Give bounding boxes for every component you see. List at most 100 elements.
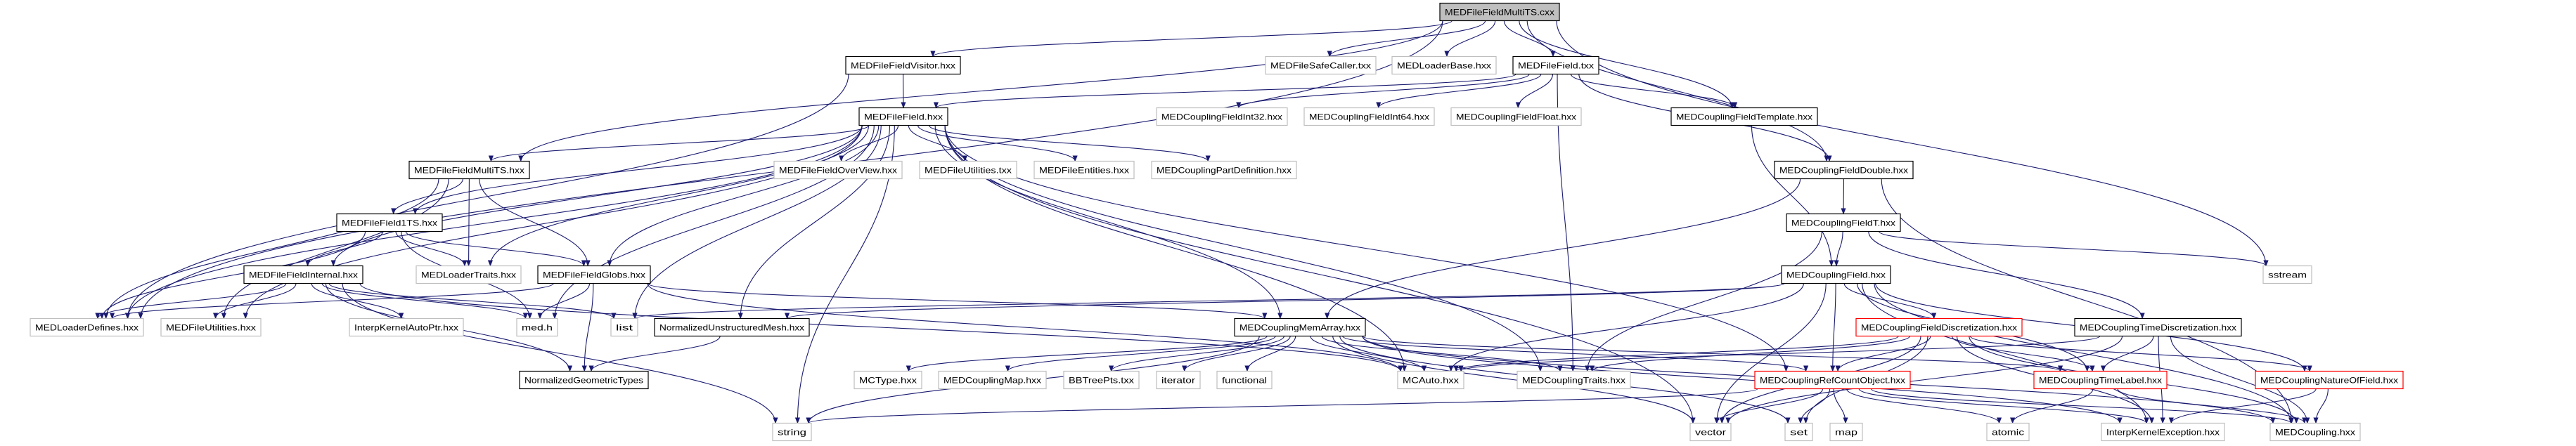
node-label: MEDFileFieldGlobs.hxx [543, 270, 645, 280]
node-float: MEDCouplingFieldFloat.hxx [1450, 107, 1582, 126]
edge-cxx-to-safecaller [1327, 20, 1486, 58]
node-timediscr[interactable]: MEDCouplingTimeDiscretization.hxx [2074, 317, 2242, 337]
edge-filefield-to-overview [839, 125, 899, 162]
node-atomic: atomic [1986, 422, 2030, 442]
edge-memarray-to-map_hxx [1005, 336, 1276, 372]
edge-fieldT-to-sstream [1878, 231, 2269, 267]
node-functional: functional [1216, 370, 1273, 390]
node-box [610, 317, 638, 337]
node-label: sstream [2268, 270, 2307, 280]
node-vector: vector [1689, 422, 1732, 442]
node-box [30, 317, 144, 337]
edge-unstr-to-geomtypes [588, 336, 721, 372]
node-geomtypes[interactable]: NormalizedGeometricTypes [519, 370, 649, 390]
node-box [1689, 422, 1732, 442]
node-memarray[interactable]: MEDCouplingMemArray.hxx [1234, 317, 1366, 337]
edge-fieldtxx-to-template [1570, 74, 1738, 109]
node-mcfield[interactable]: MEDCouplingField.hxx [1781, 265, 1891, 284]
edge-f1ts-to-defines [99, 231, 366, 320]
node-double[interactable]: MEDCouplingFieldDouble.hxx [1774, 160, 1914, 180]
edge-filefield-to-memarray [934, 125, 1283, 320]
node-box [1786, 213, 1901, 232]
edge-cxx-to-double [1526, 20, 1829, 162]
node-discr[interactable]: MEDCouplingFieldDiscretization.hxx [1855, 317, 2023, 337]
node-box [537, 265, 651, 284]
node-box [408, 160, 530, 180]
node-box [1156, 107, 1288, 126]
node-box [858, 107, 948, 126]
node-label: MEDFileField1TS.hxx [342, 218, 437, 228]
edge-filefield-to-traits [487, 125, 870, 267]
edge-timelabel-to-atomic [2010, 388, 2094, 424]
node-box [1265, 55, 1377, 75]
node-label: MEDFileEntities.hxx [1039, 166, 1129, 176]
edge-nature-to-ikexc [2168, 388, 2317, 424]
node-refcount[interactable]: MEDCouplingRefCountObject.hxx [1754, 370, 1911, 390]
node-string: string [772, 422, 812, 442]
node-label: MEDLoaderBase.hxx [1397, 61, 1491, 71]
node-label: MEDFileField.hxx [864, 112, 943, 122]
edge-timediscr-to-timelabel [2101, 336, 2154, 372]
edge-fieldtxx-to-filefield [934, 74, 1516, 109]
node-label: list [616, 323, 633, 333]
node-box [416, 265, 522, 284]
node-nature[interactable]: MEDCouplingNatureOfField.hxx [2255, 370, 2404, 390]
edge-cxx-to-loaderbase [1444, 20, 1496, 58]
edge-filefield-to-globs [607, 125, 880, 267]
node-fieldT[interactable]: MEDCouplingFieldT.hxx [1786, 213, 1901, 232]
node-box [1303, 107, 1435, 126]
edge-fieldT-to-mctraits [1585, 231, 1822, 372]
edge-multits-to-traits [465, 178, 472, 267]
node-label: set [1790, 428, 1808, 438]
node-box [519, 370, 649, 390]
edge-timelabel-to-medcoupling [2117, 388, 2307, 424]
node-template[interactable]: MEDCouplingFieldTemplate.hxx [1670, 107, 1818, 126]
edge-memarray-to-refcount [1342, 336, 1808, 372]
node-overview: MEDFileFieldOverView.hxx [773, 160, 903, 180]
node-internal[interactable]: MEDFileFieldInternal.hxx [243, 265, 363, 284]
node-box [1784, 422, 1813, 442]
node-label: MEDFileFieldMultiTS.hxx [414, 166, 524, 176]
node-mctraits: MEDCouplingTraits.hxx [1516, 370, 1631, 390]
node-label: MEDCouplingNatureOfField.hxx [2260, 376, 2398, 386]
node-box [2074, 317, 2242, 337]
node-globs[interactable]: MEDFileFieldGlobs.hxx [537, 265, 651, 284]
edge-globs-to-memarray [647, 283, 1268, 320]
edge-discr-to-mcauto [1453, 336, 1899, 372]
node-label: MEDCouplingFieldDiscretization.hxx [1861, 323, 2017, 333]
node-unstr[interactable]: NormalizedUnstructuredMesh.hxx [654, 317, 810, 337]
edge-filefield-to-unstr [738, 125, 891, 320]
edge-memarray-to-mctraits [1321, 336, 1563, 372]
edge-internal-to-autoptr [311, 283, 404, 320]
node-label: MEDLoaderTraits.hxx [421, 270, 516, 280]
node-box [773, 160, 903, 180]
node-box [654, 317, 810, 337]
edge-f1ts-to-globs [405, 231, 586, 267]
node-label: MEDLoaderDefines.hxx [35, 323, 139, 333]
edge-memarray-to-bbtree [1109, 336, 1284, 372]
edge-multits-to-utilhxx [221, 178, 449, 320]
edge-nature-to-medcoupling [2313, 388, 2329, 424]
node-f1ts[interactable]: MEDFileField1TS.hxx [336, 213, 443, 232]
node-filefield[interactable]: MEDFileField.hxx [858, 107, 948, 126]
edge-globs-to-defines [110, 283, 554, 320]
node-timelabel[interactable]: MEDCouplingTimeLabel.hxx [2033, 370, 2168, 390]
node-loaderbase: MEDLoaderBase.hxx [1391, 55, 1497, 75]
node-cxx[interactable]: MEDFileFieldMultiTS.cxx [1439, 2, 1560, 22]
edge-memarray-to-mctype [906, 336, 1268, 372]
node-fieldtxx[interactable]: MEDFileField.txx [1512, 55, 1599, 75]
node-box [2101, 422, 2225, 442]
edge-timediscr-to-vector [1725, 336, 2123, 424]
node-box [1151, 160, 1297, 180]
node-box [516, 317, 558, 337]
edge-timediscr-to-medcoupling [2170, 336, 2310, 424]
edge-timediscr-to-mcauto [1458, 336, 2101, 372]
edge-multits-to-f1ts [391, 178, 463, 215]
edge-refcount-to-string [806, 388, 1758, 424]
node-ikexc: InterpKernelException.hxx [2101, 422, 2225, 442]
node-autoptr: InterpKernelAutoPtr.hxx [349, 317, 464, 337]
node-visitor[interactable]: MEDFileFieldVisitor.hxx [845, 55, 961, 75]
node-box [919, 160, 1017, 180]
node-multits[interactable]: MEDFileFieldMultiTS.hxx [408, 160, 530, 180]
edge-memarray-to-vector [1332, 336, 1696, 424]
